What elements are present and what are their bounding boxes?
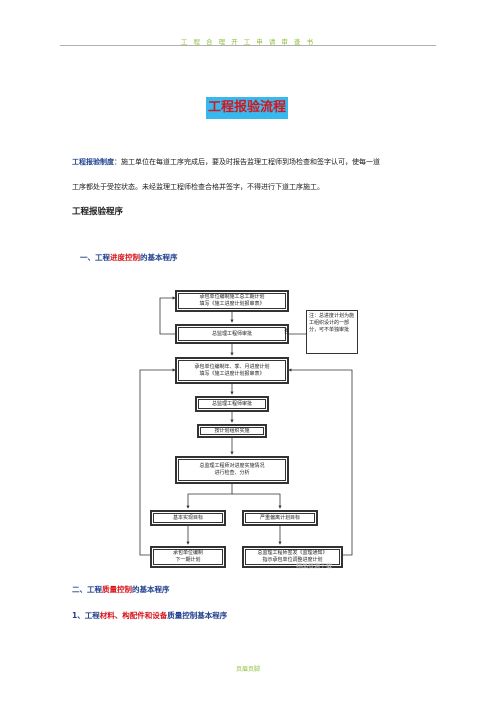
arrow-b6-b8: [232, 493, 282, 509]
document-title: 工程报验流程: [206, 97, 288, 119]
watermark: 精品资源下载: [296, 563, 333, 570]
flow-box-inspect: 总监理工程师对进度实施情况 进行检查、分析: [175, 456, 289, 484]
flow-box-target-met: 基本实现目标: [150, 510, 226, 526]
intro-paragraph: 工程报验制度：施工单位在每道工序完成后，要及时报告监理工程师到场检查和签字认可，…: [72, 157, 442, 168]
section-progress-heading: 一、工程进度控制的基本程序: [80, 252, 178, 263]
arrow-b10-loop: [288, 368, 353, 556]
flow-box-periodic-plan: 承包单位编制年、季、月进度计划 填写《施工进度计划报审表》: [175, 357, 289, 384]
intro-text: ：施工单位在每道工序完成后，要及时报告监理工程师到场检查和签字认可，使每一道: [114, 158, 380, 166]
sec2-prefix: 二、工程: [72, 585, 102, 594]
flow-box-implement: 按计划组织实施: [197, 424, 267, 438]
page-header: 工 程 合 理 开 工 申 请 审 查 书: [180, 38, 316, 46]
page-footer: 页眉页脚: [235, 666, 260, 673]
arrow-b6-b7: [186, 484, 233, 509]
arrow-b9-loop: [139, 368, 176, 556]
sec1-highlight: 进度控制: [110, 253, 140, 262]
no-label: 否: [284, 329, 290, 335]
sec1-prefix: 一、工程: [80, 253, 110, 262]
section-materials-heading: 1、工程材料、构配件和设备质量控制基本程序: [72, 610, 227, 621]
sec3-highlight: 材料、构配件和设备: [99, 611, 168, 620]
flow-box-approve-1: 总监理工程师审批: [175, 324, 289, 344]
arrow-reject-loop: [159, 296, 176, 335]
flow-box-deviation: 严重偏离计划目标: [242, 510, 318, 526]
procedure-heading: 工程报验程序: [72, 207, 124, 217]
sec2-highlight: 质量控制: [102, 585, 132, 594]
intro-term: 工程报验制度: [72, 158, 114, 166]
flow-box-total-plan: 承包单位编制施工总工期计划 填写《施工进度计划报审表》: [175, 290, 289, 312]
header-divider: [60, 45, 436, 46]
flow-box-notice: 总监理工程师签发《监理通知》 指示承包单位调整进度计划: [242, 546, 343, 568]
sec3-prefix: 1、工程: [72, 611, 100, 620]
sec2-suffix: 的基本程序: [132, 585, 170, 594]
sec3-suffix: 质量控制基本程序: [167, 611, 228, 620]
section-quality-heading: 二、工程质量控制的基本程序: [72, 584, 170, 595]
intro-paragraph-cont: 工序都处于受控状态。未经监理工程师检查合格并签字，不得进行下道工序施工。: [72, 183, 324, 191]
flow-box-next-plan: 承包单位编制 下一期计划: [150, 546, 226, 568]
flow-box-approve-2: 总监理工程师审批: [195, 396, 269, 412]
sec1-suffix: 的基本程序: [140, 253, 178, 262]
note-box: 注：总进度计划为施工组织设计的一部分，可不单独审批: [306, 310, 358, 354]
